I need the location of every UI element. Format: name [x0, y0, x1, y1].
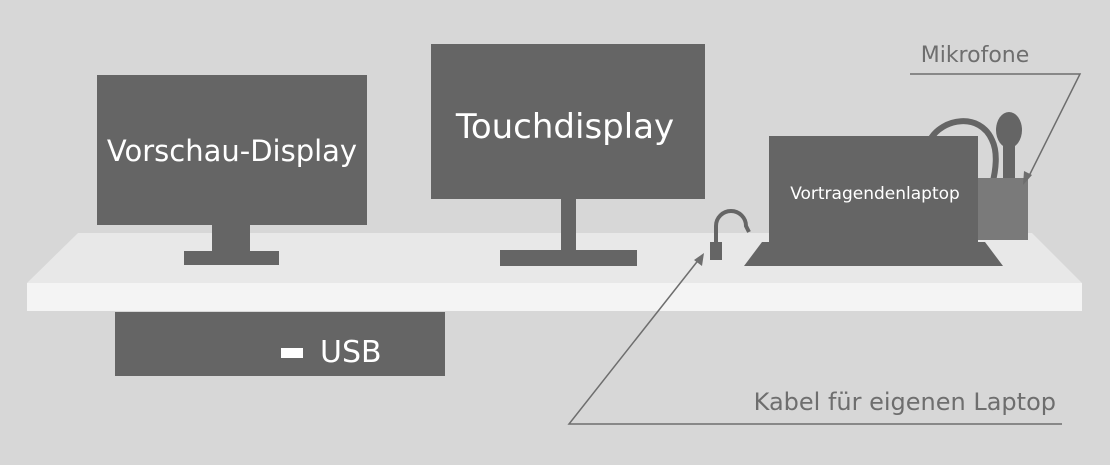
cable-leader-line — [567, 257, 1062, 425]
usb-label: USB — [320, 335, 382, 370]
usb-hub-box — [115, 312, 445, 376]
cable-connector-icon — [710, 209, 751, 260]
cable-own-laptop-label: Kabel für eigenen Laptop — [754, 388, 1056, 416]
microphone-gooseneck — [927, 118, 999, 186]
presenter-laptop-label: Vortragendenlaptop — [790, 184, 960, 204]
preview-display-neck — [212, 225, 250, 253]
touch-display-neck — [561, 199, 576, 252]
presenter-laptop: Vortragendenlaptop — [744, 136, 1003, 266]
cable-callout: Kabel für eigenen Laptop — [567, 253, 1062, 425]
touch-display-foot — [500, 250, 637, 266]
microphones-label: Mikrofone — [921, 43, 1030, 68]
desk-front-edge — [27, 283, 1082, 311]
presenter-laptop-screen — [769, 136, 978, 242]
preview-display: Vorschau-Display — [97, 75, 367, 265]
microphones-leader-line — [910, 73, 1082, 179]
presenter-laptop-base — [744, 242, 1003, 266]
microphones-callout: Mikrofone — [910, 43, 1082, 185]
cable-leader-arrowhead — [694, 253, 704, 266]
touch-display-label: Touchdisplay — [455, 107, 674, 147]
cable-plug — [710, 242, 722, 260]
cable-loop — [714, 209, 751, 247]
usb-hub: USB — [115, 312, 445, 376]
touch-display: Touchdisplay — [431, 44, 705, 266]
preview-display-screen — [97, 75, 367, 225]
preview-display-foot — [184, 251, 279, 265]
microphone-cup — [978, 178, 1028, 240]
microphones-leader-arrowhead — [1023, 171, 1032, 185]
touch-display-screen — [431, 44, 705, 199]
microphone-holder — [927, 112, 1028, 240]
preview-display-label: Vorschau-Display — [107, 134, 357, 168]
microphone-head — [996, 112, 1022, 148]
usb-port-icon — [281, 348, 303, 358]
microphone-handle — [1003, 144, 1015, 184]
